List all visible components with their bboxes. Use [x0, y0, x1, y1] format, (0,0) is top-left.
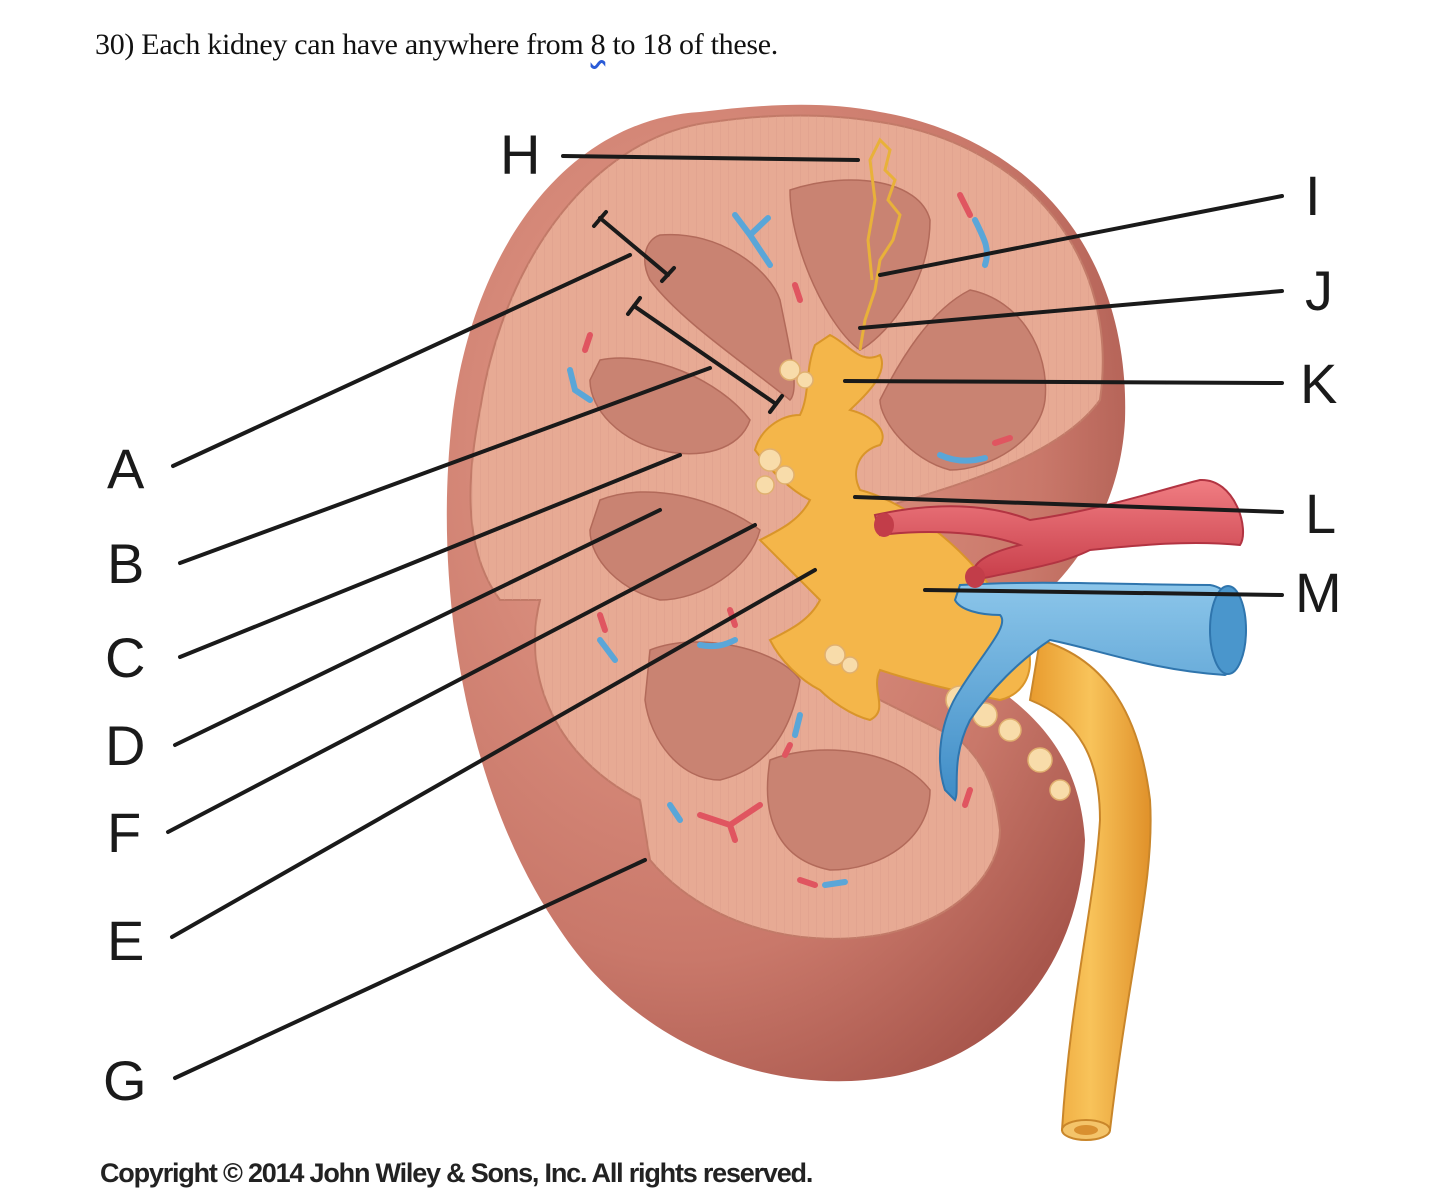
leader-line-b	[178, 366, 712, 565]
renal-artery	[873, 478, 1245, 582]
leader-line-f	[166, 523, 757, 834]
leader-line-e	[170, 568, 817, 939]
nephron-icon	[858, 137, 902, 351]
label-l: L	[1305, 482, 1336, 545]
question-text: 30) Each kidney can have anywhere from 8…	[95, 28, 778, 62]
question-suffix: to 18 of these.	[605, 28, 778, 61]
label-j: J	[1305, 259, 1333, 322]
leader-line-h	[561, 154, 860, 162]
label-k: K	[1300, 352, 1337, 415]
label-g: G	[103, 1049, 147, 1112]
leader-line-m	[923, 588, 1284, 597]
renal-pyramids	[589, 179, 1047, 871]
leader-line-i	[878, 194, 1284, 277]
question-prefix: 30) Each kidney can have anywhere from	[95, 28, 591, 61]
label-a: A	[107, 437, 145, 500]
label-m: M	[1295, 561, 1342, 624]
leader-line-d	[173, 508, 662, 747]
copyright-notice: Copyright © 2014 John Wiley & Sons, Inc.…	[100, 1158, 813, 1188]
leader-line-a	[171, 253, 632, 468]
leader-line-k	[843, 379, 1284, 385]
label-i: I	[1305, 164, 1321, 227]
cortex-bracket-marker	[592, 210, 676, 283]
spellcheck-flagged-word: 8	[590, 28, 606, 61]
renal-vein	[939, 581, 1244, 802]
arcuate-vessels	[567, 192, 1013, 888]
label-d: D	[105, 714, 145, 777]
label-h: H	[500, 123, 540, 186]
leader-line-l	[853, 495, 1284, 514]
leader-line-g	[173, 858, 647, 1080]
leader-lines	[166, 154, 1284, 1080]
leader-line-j	[858, 289, 1284, 330]
label-b: B	[107, 532, 144, 595]
medulla-bracket-marker	[626, 296, 784, 414]
label-e: E	[107, 909, 144, 972]
label-c: C	[105, 626, 145, 689]
label-f: F	[107, 801, 141, 864]
leader-line-c	[178, 453, 682, 659]
